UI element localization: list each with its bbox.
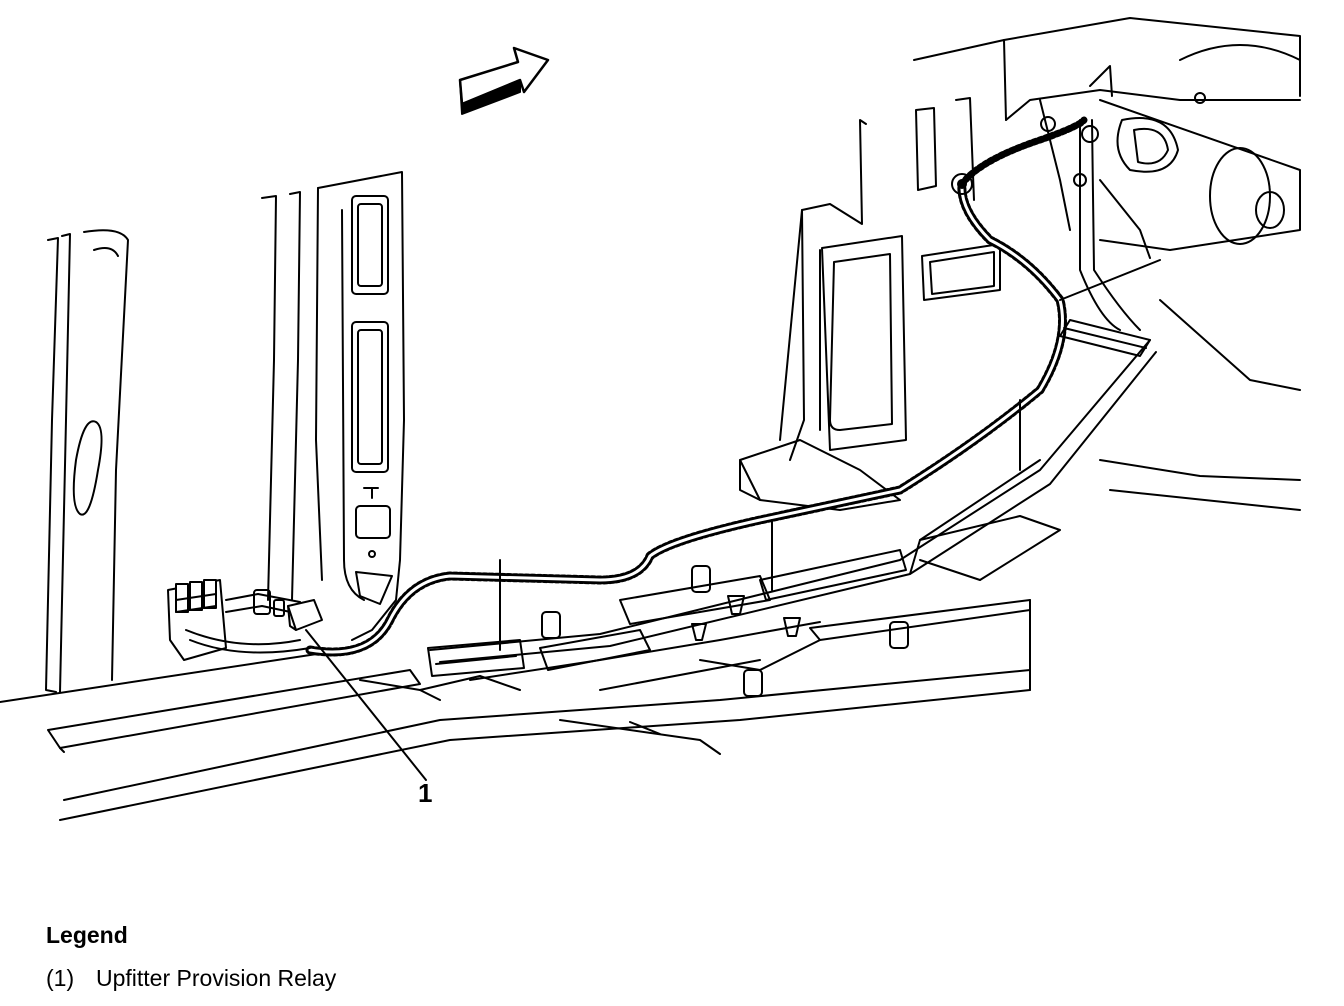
left-door-pillar — [45, 191, 301, 693]
callout-number-1: 1 — [418, 778, 433, 808]
wheelhouse-panel — [739, 39, 1007, 511]
legend-title: Legend — [46, 922, 128, 948]
legend-item: (1) Upfitter Provision Relay — [46, 965, 746, 992]
b-pillar — [315, 171, 405, 641]
rear-corner-panel — [1003, 17, 1301, 391]
wiring-harness-diagram: 1 — [0, 17, 1301, 821]
legend-item-number: (1) — [46, 965, 75, 991]
relay-and-connectors — [167, 579, 311, 661]
upfitter-provision-relay — [287, 599, 323, 631]
callout-leader-line — [305, 629, 427, 781]
legend: Legend (1) Upfitter Provision Relay — [46, 922, 746, 992]
wiring-harness — [305, 116, 1161, 663]
harness-rail-brackets — [427, 399, 1021, 697]
floor-panels — [0, 459, 1301, 821]
legend-item-label: Upfitter Provision Relay — [96, 965, 337, 991]
forward-direction-arrow — [458, 46, 550, 115]
